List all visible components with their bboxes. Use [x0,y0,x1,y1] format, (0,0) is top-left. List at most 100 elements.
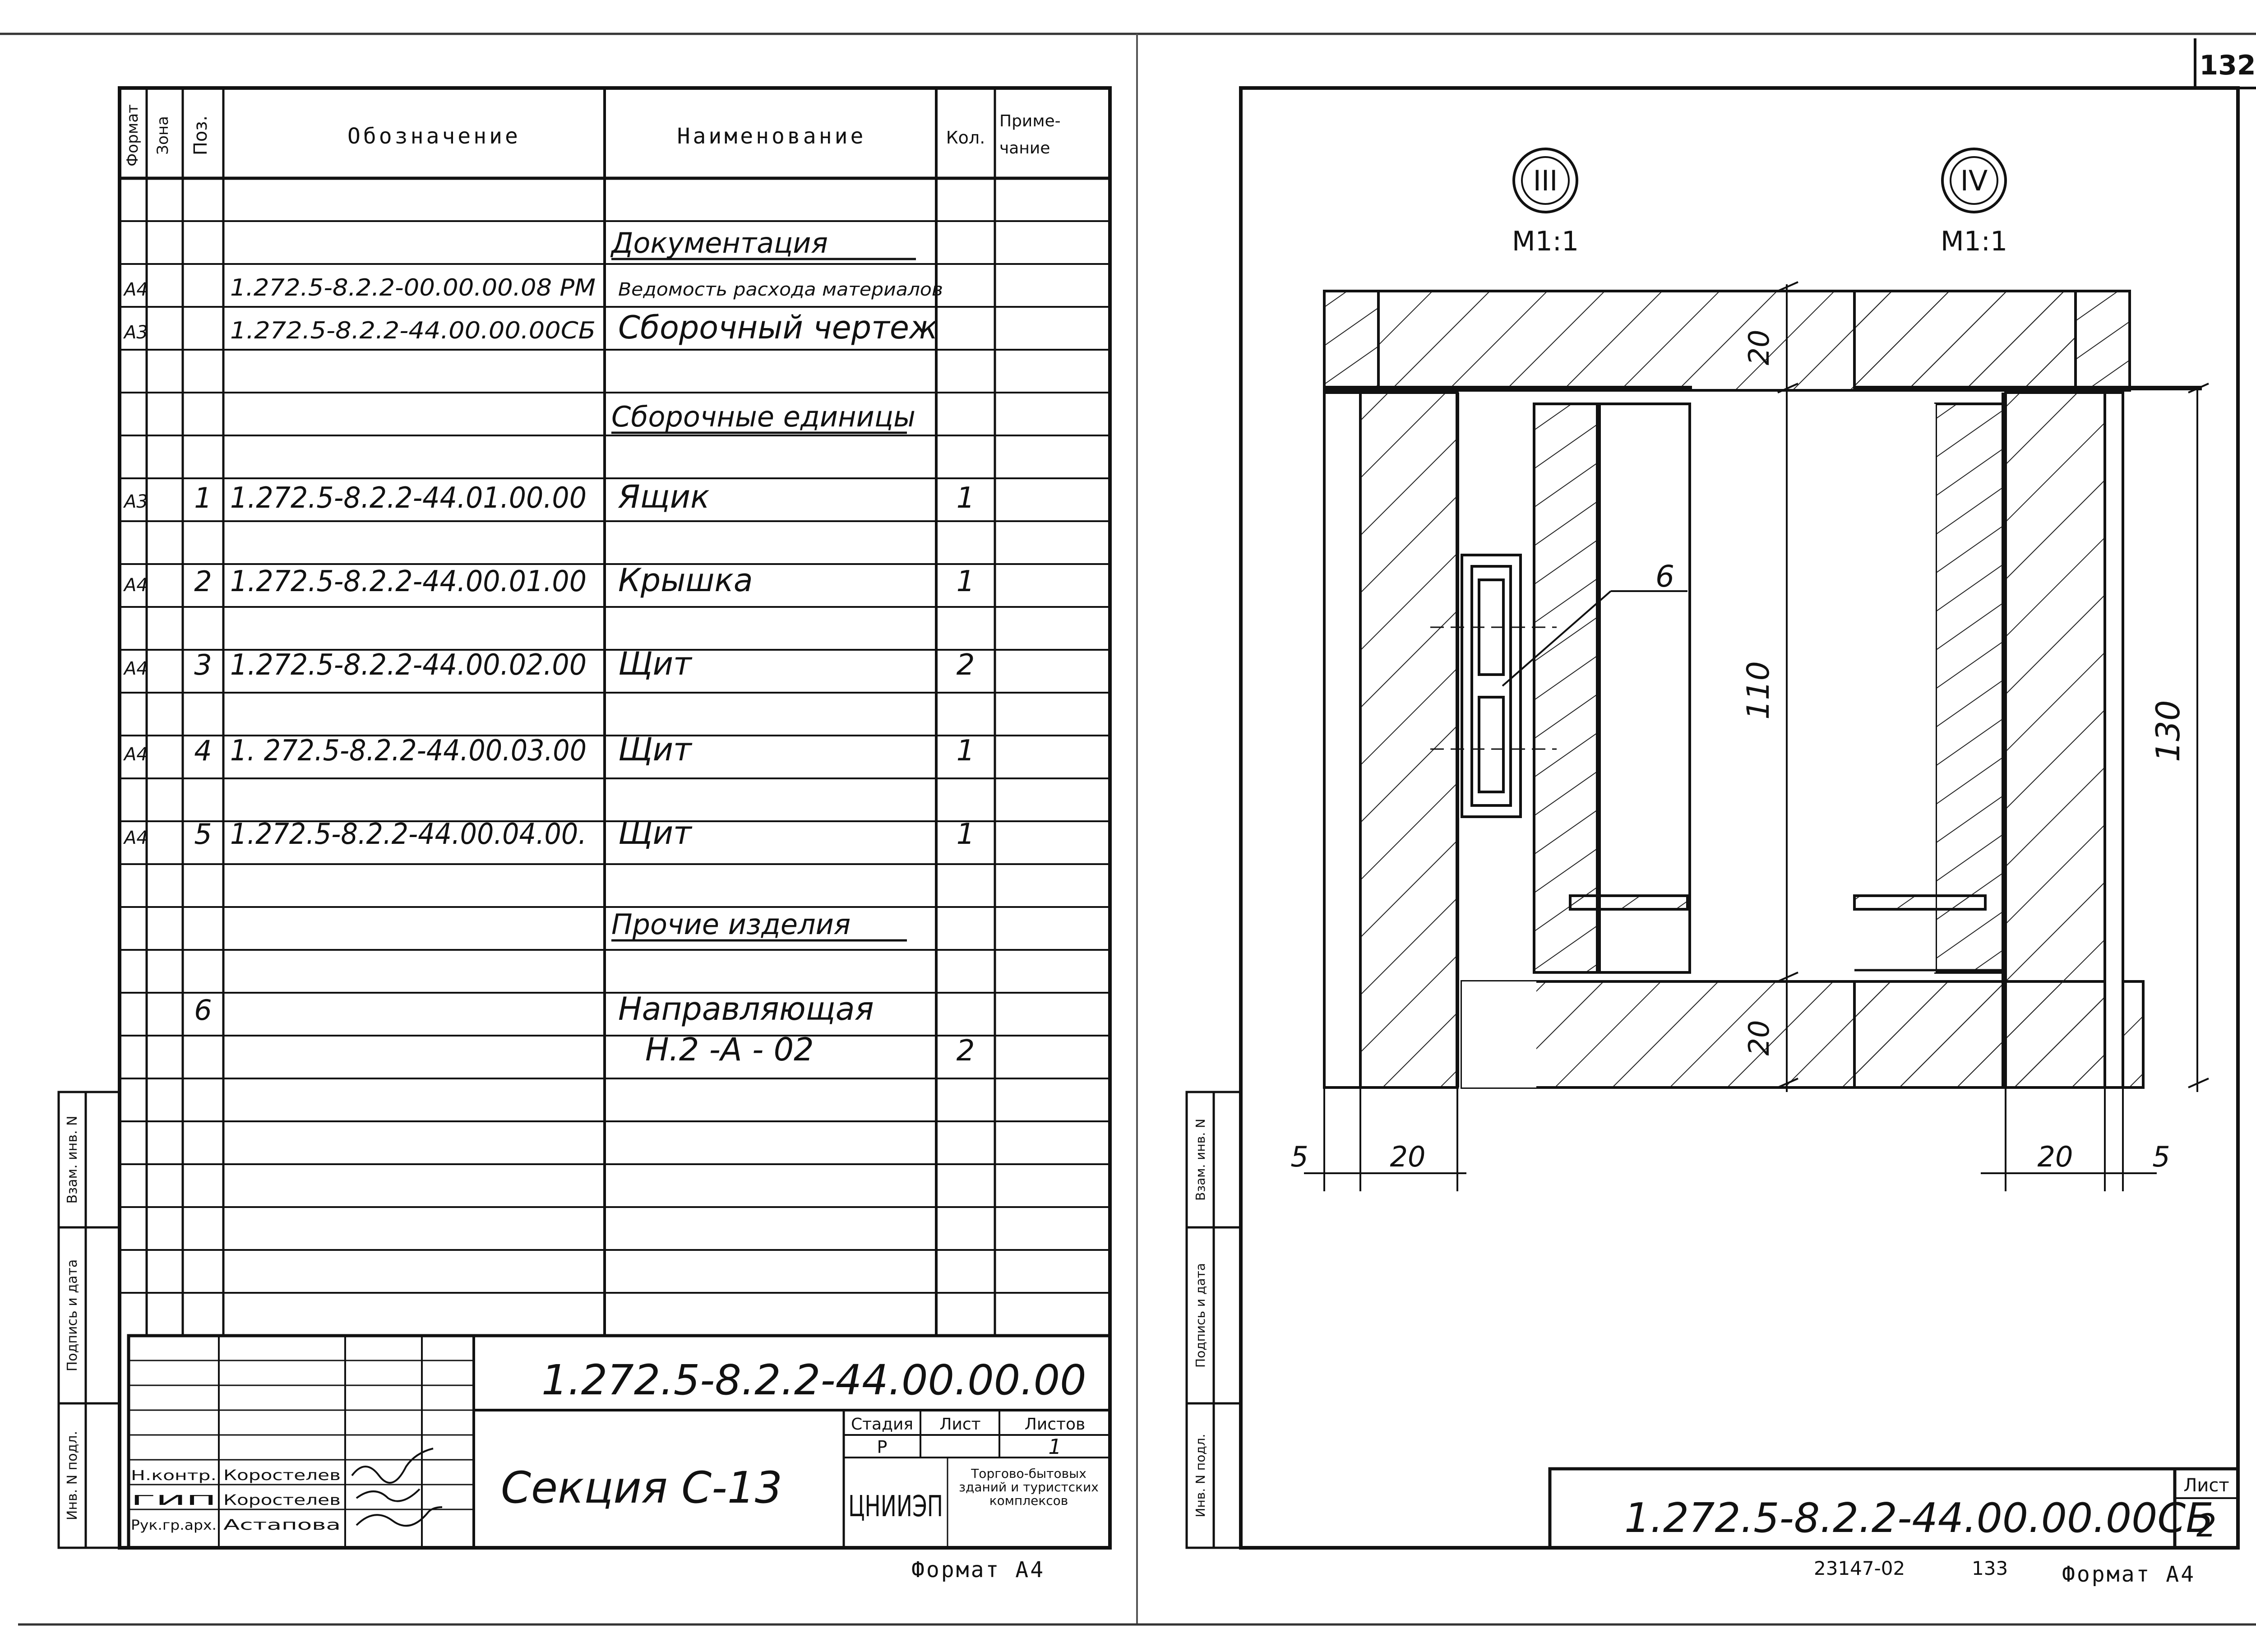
header-format: Формат [124,104,142,167]
stage-value: Р [877,1437,888,1457]
view-IV-label: IV [1960,164,1988,197]
row-position: 3 [194,648,212,681]
row-name: Направляющая [618,990,874,1027]
right-title-block [1548,1467,2240,1550]
row-position: 5 [194,818,212,851]
row-designation: 1.272.5-8.2.2-00.00.00.08 РМ [230,274,596,301]
role-name: Астапова [223,1516,341,1533]
right-stamp-podpis: Подпись и дата [1193,1263,1208,1368]
title-block [127,1334,1112,1550]
sheet-number: 132 [2199,50,2256,81]
row-position: 4 [194,734,212,767]
row-designation: 1.272.5-8.2.2-44.00.04.00. [230,818,587,851]
right-stamp-inv: Инв. N подл. [1193,1434,1208,1518]
dim-110: 110 [1741,661,1776,720]
stage-label: Стадия [851,1415,913,1434]
org-text-3: комплексов [989,1493,1068,1508]
row-name: Щит [618,645,693,682]
row-designation: 1.272.5-8.2.2-44.01.00.00 [230,481,587,515]
row-name: Сборочный чертеж [618,309,938,346]
row-designation: 1.272.5-8.2.2-44.00.01.00 [230,565,587,598]
stamp-vzam: Взам. инв. N [65,1116,80,1204]
row-name: Крышка [618,562,753,599]
row-position: 1 [194,481,212,514]
view-IV-marker [1941,148,2007,213]
row-name: Ведомость расхода материалов [618,279,943,300]
sheets-value: 1 [1048,1435,1061,1459]
row-format: А4 [123,279,148,300]
header-note-2: чание [999,139,1050,157]
view-III-label: III [1533,164,1558,197]
title-name: Секция С-13 [501,1462,782,1513]
right-sheet-number: 2 [2196,1507,2217,1544]
org-logo: ЦНИИЭП [848,1490,943,1523]
footer-page: 133 [1972,1557,2008,1579]
row-position: 6 [194,994,212,1027]
row-name: Щит [618,814,693,851]
header-designation: Обозначение [347,124,521,149]
view-IV-drawing [1853,290,2202,1089]
role-name: Коростелев [223,1467,341,1484]
row-qty: 1 [957,734,975,768]
stamp-inv: Инв. N подл. [65,1431,80,1520]
role-label: Н.контр. [131,1468,217,1484]
row-name: Н.2 -А - 02 [645,1031,814,1068]
row-designation: 1.272.5-8.2.2-44.00.02.00 [230,648,587,682]
right-stamp-vzam: Взам. инв. N [1193,1119,1208,1201]
section-heading: Сборочные единицы [611,400,915,433]
role-name: Коростелев [223,1491,341,1509]
right-sheet-label: Лист [2183,1475,2229,1496]
footer-code: 23147-02 [1814,1557,1905,1579]
callout-6: 6 [1655,559,1674,594]
right-format: Формат А4 [2062,1562,2196,1587]
dim-bottom-20: 20 [1743,1020,1775,1056]
section-heading: Документация [610,227,828,259]
header-name: Наименование [677,124,866,149]
row-qty: 1 [957,565,975,598]
dim-right-5: 5 [2152,1140,2170,1173]
row-qty: 2 [957,1034,975,1068]
view-IV-scale: М1:1 [1941,226,2007,257]
specification-row-lines [120,220,1110,1294]
role-label: Рук.гр.арх. [131,1518,217,1533]
org-text-2: зданий и туристских [959,1480,1099,1495]
row-format: А3 [123,491,148,512]
row-designation: 1. 272.5-8.2.2-44.00.03.00 [230,734,587,768]
header-qty: Кол. [946,128,985,148]
dim-right-20: 20 [2038,1140,2073,1173]
section-heading: Прочие изделия [611,908,851,941]
org-text: Торгово-бытовых [971,1466,1086,1481]
dimension-lines [1304,281,2209,1191]
row-format: А4 [123,828,148,848]
row-position: 2 [194,565,212,598]
right-designation: 1.272.5-8.2.2-44.00.00.00СБ [1624,1495,2214,1542]
header-note: Приме- [999,112,1061,130]
side-stamp [57,1091,121,1549]
row-format: А4 [123,575,148,596]
row-format: А4 [123,744,148,765]
dim-top-20: 20 [1743,330,1775,366]
dim-130: 130 [2149,700,2187,762]
row-format: А3 [123,322,148,343]
right-side-stamp [1185,1091,1242,1549]
row-name: Ящик [618,478,709,515]
title-designation: 1.272.5-8.2.2-44.00.00.00 [541,1356,1086,1404]
row-name: Щит [618,731,693,768]
sheet-label: Лист [939,1415,980,1434]
row-qty: 2 [957,648,975,682]
sheets-label: Листов [1025,1415,1085,1434]
role-label: ГИП [131,1493,217,1509]
header-pos: Поз. [190,116,211,156]
dim-left-5: 5 [1290,1140,1308,1173]
stamp-podpis: Подпись и дата [65,1259,80,1372]
row-qty: 1 [957,481,975,515]
dim-left-20: 20 [1390,1140,1426,1173]
view-III-scale: М1:1 [1512,226,1579,257]
signatures-image [351,1448,443,1527]
left-format: Формат А4 [911,1557,1045,1583]
row-qty: 1 [957,818,975,851]
header-zone: Зона [154,116,172,155]
